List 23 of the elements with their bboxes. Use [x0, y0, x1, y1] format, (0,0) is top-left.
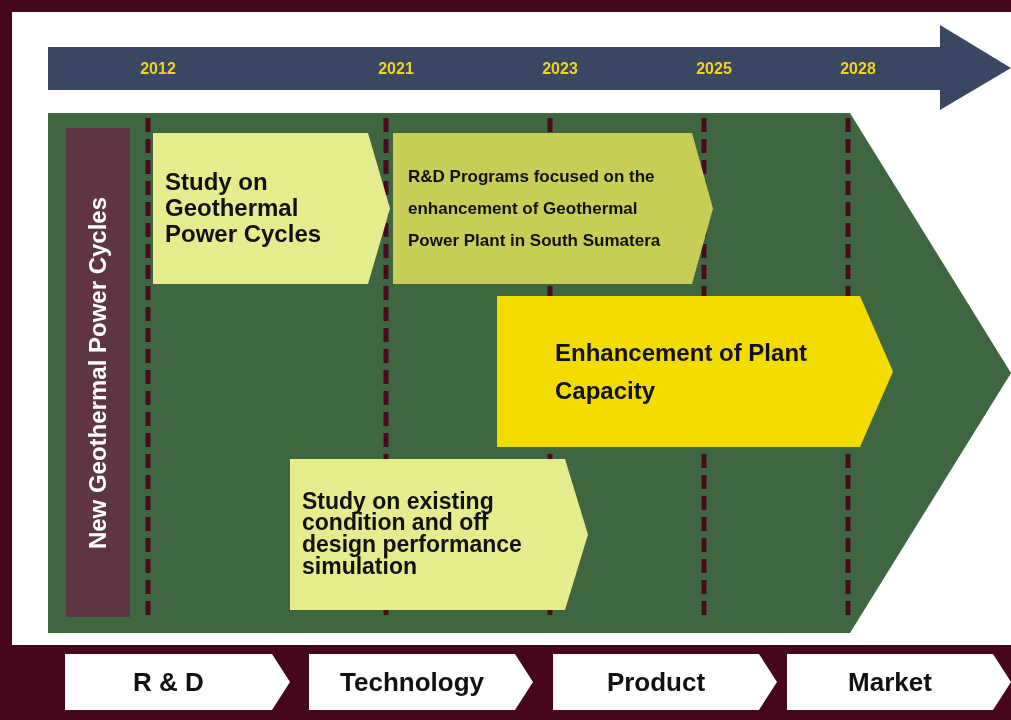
- phase-card: [553, 654, 777, 710]
- vertical-title: New Geothermal Power Cycles: [84, 196, 112, 549]
- milestone-card: [393, 133, 713, 284]
- milestone-card: [497, 296, 893, 447]
- chevron-text: Study on Geothermal Power Cycles: [165, 168, 323, 249]
- phase-card: [309, 654, 533, 710]
- chevron-text: Study on existing condition and off design performance simulation: [302, 490, 523, 579]
- year-label: 2023: [542, 60, 578, 78]
- chevron-text: Product: [605, 667, 707, 697]
- chevron-text: R & D: [132, 667, 205, 697]
- milestone-card: [290, 459, 588, 610]
- chevron-text: Enhancement of Plant Capacity: [555, 337, 809, 406]
- year-label: 2021: [378, 60, 414, 78]
- chevron-text: Technology: [339, 667, 485, 697]
- phase-card: [65, 654, 290, 710]
- year-label: 2012: [140, 60, 176, 78]
- milestone-card: [153, 133, 390, 284]
- year-label: 2028: [840, 60, 876, 78]
- chevron-text: R&D Programs focused on the enhancement of Geothermal Power Plant in South Sumatera: [408, 165, 662, 252]
- vertical-label-box: [66, 128, 130, 617]
- phase-card: [787, 654, 1011, 710]
- chevron-text: Market: [847, 667, 933, 697]
- year-label: 2025: [696, 60, 732, 78]
